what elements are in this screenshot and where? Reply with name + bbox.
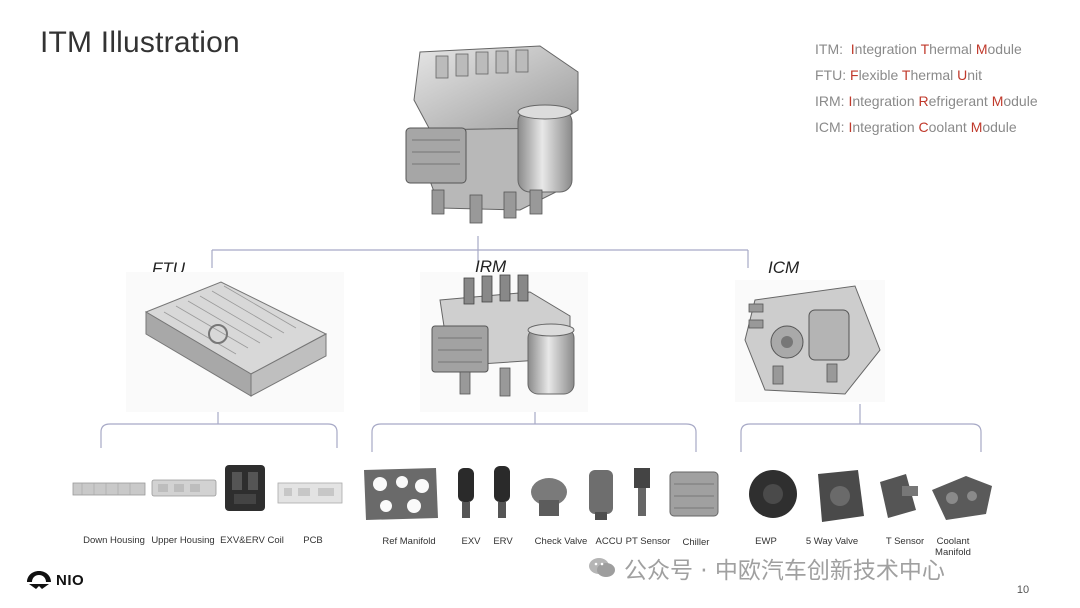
glossary: ITM: Integration Thermal Module FTU: Fle… [815, 36, 1077, 140]
part-label-exv-erv-coil: EXV&ERV Coil [220, 535, 284, 546]
t-sensor-image [880, 474, 918, 518]
ftu-module-image [126, 272, 344, 412]
down-housing-image [72, 482, 146, 496]
pt-sensor-image [634, 468, 650, 516]
page-number: 10 [1016, 584, 1030, 596]
icm-module-image [735, 280, 885, 402]
chiller-image [669, 471, 719, 517]
exv-image [458, 468, 474, 518]
itm-assembly-image [405, 45, 579, 224]
part-label-five-way-valve: 5 Way Valve [805, 536, 859, 547]
nio-logo-text: NIO [56, 571, 85, 589]
part-label-pt-sensor: PT Sensor [625, 536, 671, 547]
watermark: 公众号 · 中欧汽车创新技术中心 [588, 551, 945, 585]
part-label-check-valve: Check Valve [534, 536, 588, 547]
part-label-coolant-manifold: Coolant Manifold [935, 536, 971, 558]
part-label-upper-housing: Upper Housing [151, 535, 215, 546]
check-valve-image [531, 478, 567, 516]
coolant-manifold-image [932, 476, 992, 520]
part-label-chiller: Chiller [682, 537, 710, 548]
wechat-icon [589, 558, 615, 577]
part-label-pcb: PCB [303, 535, 323, 546]
nio-logo: NIO [26, 570, 84, 590]
glossary-icm: ICM: Integration Coolant Module [815, 119, 1017, 135]
pcb-image [277, 482, 343, 504]
glossary-irm: IRM: Integration Refrigerant Module [815, 93, 1038, 109]
five-way-valve-image [818, 470, 864, 522]
nio-logo-icon [27, 571, 51, 589]
part-label-ewp: EWP [755, 536, 777, 547]
part-label-down-housing: Down Housing [83, 535, 145, 546]
watermark-text: 公众号 · 中欧汽车创新技术中心 [624, 558, 945, 584]
erv-image [494, 466, 510, 518]
glossary-itm: ITM: Integration Thermal Module [815, 41, 1022, 57]
glossary-ftu: FTU: Flexible Thermal Unit [815, 67, 983, 83]
part-label-erv: ERV [493, 536, 513, 547]
accu-image [589, 470, 613, 520]
part-label-exv: EXV [461, 536, 481, 547]
part-label-ref-manifold: Ref Manifold [382, 536, 436, 547]
page-title: ITM Illustration [40, 26, 240, 59]
exv-erv-coil-image [225, 465, 265, 511]
upper-housing-image [151, 479, 217, 497]
irm-module-image [420, 272, 588, 412]
ref-manifold-image [364, 468, 438, 520]
part-label-accu: ACCU [595, 536, 623, 547]
ewp-image [749, 470, 797, 518]
icm-label: ICM [768, 258, 800, 277]
part-label-t-sensor: T Sensor [885, 536, 925, 547]
irm-label: IRM [475, 257, 507, 276]
